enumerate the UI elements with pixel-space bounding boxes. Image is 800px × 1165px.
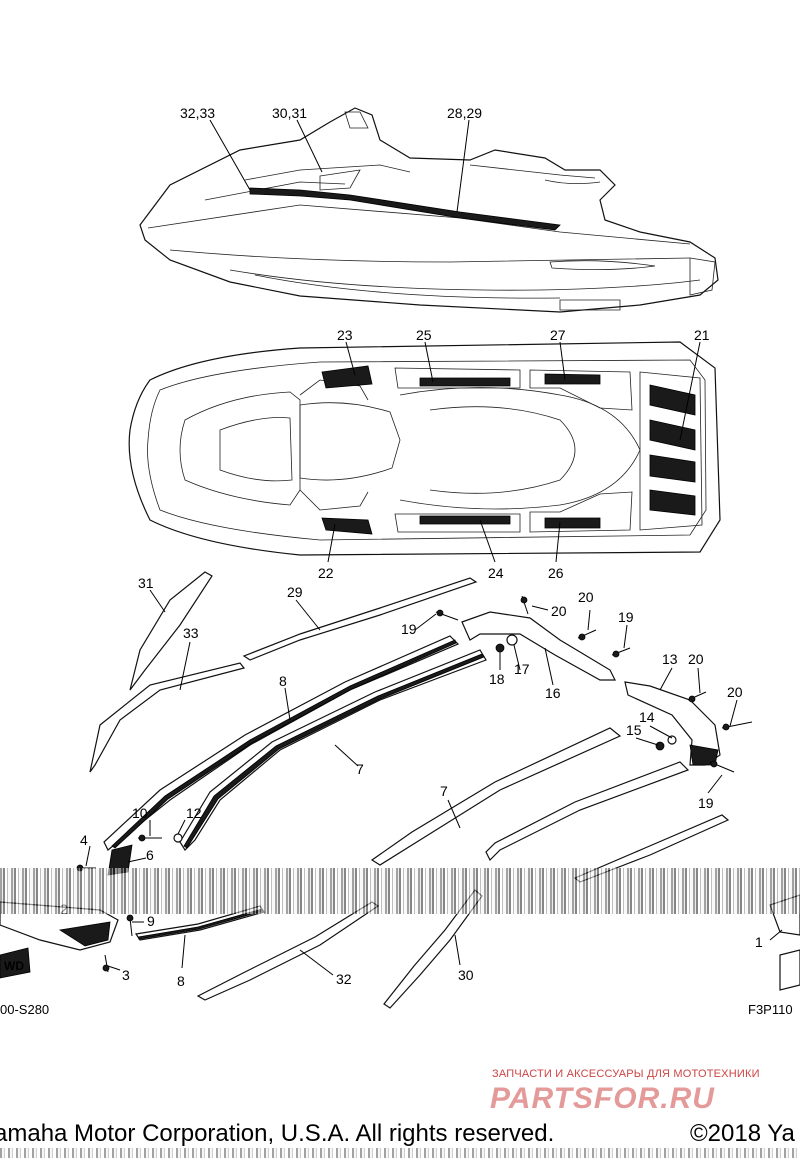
callout-labels: 32,33 30,31 28,29 23 25 27 21 22 24 26 3… [4,105,763,989]
callout-33: 33 [183,625,199,641]
rivet-20a [520,595,529,615]
callout-20-a: 20 [551,603,567,619]
callout-12: 12 [186,805,202,821]
diagram-code-right: F3P110 [748,1002,793,1017]
side-view-hull [139,107,719,313]
callout-3: 3 [122,967,130,983]
scan-noise-band-bottom [0,1148,800,1158]
decal-strip-32 [196,901,380,1001]
callout-19-a: 19 [401,621,417,637]
callout-20-b: 20 [578,589,594,605]
rivet-20d [721,721,753,731]
copyright-right: ©2018 Ya [690,1120,795,1147]
rail-strip-7-upper [179,649,487,851]
rivet-19c [709,760,735,773]
callout-32: 32 [336,971,352,987]
callout-22: 22 [318,565,334,581]
bracket-16 [461,611,616,681]
rail-strip-8-upper [103,635,460,851]
callout-13: 13 [662,651,678,667]
callout-17: 17 [514,661,530,677]
callout-19-b: 19 [618,609,634,625]
top-view-hull [128,341,721,556]
side-panel-2 [0,901,119,979]
callout-4: 4 [80,832,88,848]
callout-16: 16 [545,685,561,701]
rail-strip-7-lower [370,727,690,866]
callout-18: 18 [489,671,505,687]
callout-7-upper: 7 [356,761,364,777]
callout-15: 15 [626,722,642,738]
callout-27: 27 [550,327,566,343]
callout-24: 24 [488,565,504,581]
callout-32-33: 32,33 [180,105,215,121]
callout-30-31: 30,31 [272,105,307,121]
callout-14: 14 [639,709,655,725]
callout-7-lower: 7 [440,783,448,799]
watermark-brand: PARTSFOR.RU [490,1082,715,1115]
fwd-label: WD [4,959,24,973]
diagram-code-left: 00-S280 [0,1002,50,1017]
callout-8-upper: 8 [279,673,287,689]
callout-28-29: 28,29 [447,105,482,121]
nut-14 [667,735,677,745]
washer-15 [655,741,665,751]
decal-strip-29 [242,577,478,661]
callout-6: 6 [146,847,154,863]
callout-20-d: 20 [727,684,743,700]
callout-21: 21 [694,327,710,343]
scan-noise-band [0,868,800,914]
copyright-left: amaha Motor Corporation, U.S.A. All righ… [0,1120,555,1147]
callout-31: 31 [138,575,154,591]
callout-9: 9 [147,913,155,929]
callout-26: 26 [548,565,564,581]
fasteners [76,595,753,973]
callout-19-c: 19 [698,795,714,811]
rivet-19a [435,609,459,621]
rivet-10 [138,834,162,842]
callout-29: 29 [287,584,303,600]
callout-30: 30 [458,967,474,983]
callout-8-lower: 8 [177,973,185,989]
callout-23: 23 [337,327,353,343]
watermark-tagline: ЗАПЧАСТИ И АКСЕССУАРЫ ДЛЯ МОТОТЕХНИКИ [492,1068,760,1080]
leader-lines [85,119,783,976]
washer-12 [173,833,183,843]
nut-17 [506,634,518,646]
rivet-20b [577,629,597,641]
decal-strip-31 [129,571,213,691]
callout-25: 25 [416,327,432,343]
rivet-19b [611,647,631,658]
decal-strip-33 [89,662,246,773]
callout-1: 1 [755,934,763,950]
rivet-20c [687,691,707,703]
copyright-line: amaha Motor Corporation, U.S.A. All righ… [0,1120,800,1150]
callout-10: 10 [132,805,148,821]
callout-20-c: 20 [688,651,704,667]
washer-18 [495,643,505,653]
screw-3 [102,954,110,973]
rivet-9 [126,914,134,937]
